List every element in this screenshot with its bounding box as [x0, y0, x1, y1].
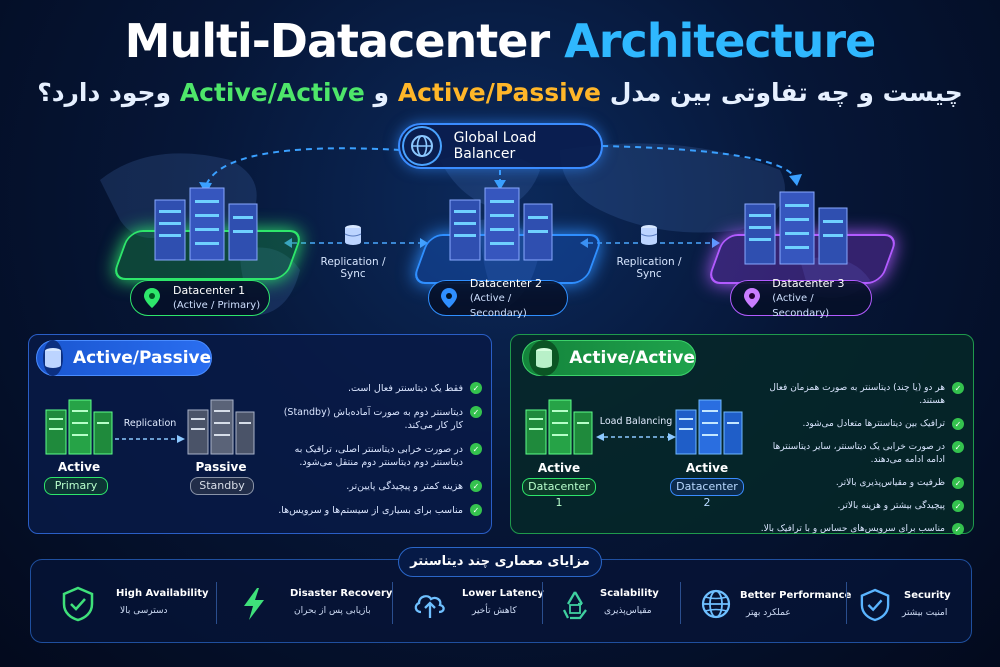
server-rack-icon — [675, 399, 743, 455]
active-label-2: Active — [685, 461, 729, 475]
benefits-title: مزایای معماری چند دیتاسنتر — [398, 547, 602, 577]
server-rack-icon — [525, 399, 593, 455]
list-item: ✓مناسب برای سرویس‌های حساس و با ترافیک ب… — [758, 523, 964, 536]
lightning-icon — [244, 588, 264, 620]
sync-2: Replication / Sync — [604, 225, 694, 280]
server-rack-icon — [187, 399, 255, 455]
active-label-1: Active — [537, 461, 581, 475]
datacenter-2: Datacenter 2(Active / Secondary) — [400, 180, 605, 320]
globe-icon — [701, 589, 731, 619]
benefit-better-performance: Better Performance عملکرد بهتر — [696, 584, 851, 628]
benefit-scalability: Scalability مقیاس‌پذیری — [556, 584, 676, 628]
globe-icon — [402, 126, 442, 166]
datacenter-3-label: Datacenter 3(Active / Secondary) — [730, 277, 872, 319]
server-rack-icon — [45, 399, 113, 455]
check-icon: ✓ — [952, 477, 964, 489]
divider — [392, 582, 393, 624]
benefit-disaster-recovery: Disaster Recovery بازیابی پس از بحران — [236, 584, 392, 628]
check-icon: ✓ — [470, 406, 482, 418]
load-balancer-label: Global Load Balancer — [453, 130, 537, 162]
check-icon: ✓ — [952, 500, 964, 512]
benefit-lower-latency: Lower Latency کاهش تأخیر — [410, 584, 544, 628]
replication-arrow — [115, 435, 185, 443]
cloud-upload-icon — [414, 595, 445, 618]
check-icon: ✓ — [470, 504, 482, 516]
list-item: ✓هزینه کمتر و پیچیدگی پایین‌تر. — [278, 480, 482, 493]
page-title: Multi-Datacenter Architecture — [124, 14, 877, 68]
divider — [846, 582, 847, 624]
database-icon — [640, 225, 658, 245]
divider — [216, 582, 217, 624]
benefit-high-availability: High Availability دسترسی بالا — [60, 584, 209, 628]
page-subtitle: چیست و چه تفاوتی بین مدل Active/Passive … — [37, 78, 963, 107]
passive-label: Passive — [195, 460, 247, 474]
recycle-icon — [562, 591, 587, 620]
benefit-security: Security امنیت بیشتر — [858, 584, 962, 628]
list-item: ✓در صورت خرابی یک دیتاسنتر، سایر دیتاسنت… — [758, 441, 964, 467]
check-icon: ✓ — [470, 443, 482, 455]
database-icon — [43, 340, 63, 376]
sync-1: Replication / Sync — [308, 225, 398, 280]
active-active-points: ✓هر دو (یا چند) دیتاسنتر به صورت همزمان … — [758, 382, 964, 546]
server-rack-icon — [154, 187, 258, 261]
check-icon: ✓ — [952, 382, 964, 394]
location-pin-icon — [139, 285, 165, 311]
datacenter-2-tag: Datacenter 2 — [670, 478, 744, 509]
database-icon — [529, 340, 560, 376]
load-balancing-label: Load Balancing — [599, 416, 673, 427]
standby-tag: Standby — [190, 477, 254, 495]
location-pin-icon — [437, 285, 462, 311]
check-icon: ✓ — [470, 382, 482, 394]
check-icon: ✓ — [952, 441, 964, 453]
server-rack-icon — [449, 187, 553, 261]
list-item: ✓ترافیک بین دیتاسنترها متعادل می‌شود. — [758, 418, 964, 431]
list-item: ✓دیتاسنتر دوم به صورت آماده‌باش (Standby… — [278, 406, 482, 432]
load-balancing-arrow — [596, 433, 676, 441]
database-icon — [344, 225, 362, 245]
datacenter-1-label: Datacenter 1(Active / Primary) — [130, 280, 270, 316]
list-item: ✓هر دو (یا چند) دیتاسنتر به صورت همزمان … — [758, 382, 964, 408]
list-item: ✓ظرفیت و مقیاس‌پذیری بالاتر. — [758, 477, 964, 490]
check-icon: ✓ — [952, 523, 964, 535]
list-item: ✓در صورت خرابی دیتاسنتر اصلی، ترافیک به … — [278, 443, 482, 469]
datacenter-2-label: Datacenter 2(Active / Secondary) — [428, 277, 568, 319]
check-icon: ✓ — [952, 418, 964, 430]
list-item: ✓فقط یک دیتاسنتر فعال است. — [278, 382, 482, 395]
divider — [680, 582, 681, 624]
active-active-title: Active/Active — [522, 340, 696, 376]
active-passive-title: Active/Passive — [36, 340, 212, 376]
list-item: ✓پیچیدگی بیشتر و هزینه بالاتر. — [758, 500, 964, 513]
datacenter-1-tag: Datacenter 1 — [522, 478, 596, 509]
datacenter-3: Datacenter 3(Active / Secondary) — [700, 180, 900, 320]
datacenter-1: Datacenter 1(Active / Primary) — [100, 180, 305, 320]
global-load-balancer: Global Load Balancer — [398, 123, 603, 169]
replication-label: Replication — [123, 418, 177, 429]
server-rack-icon — [744, 191, 848, 265]
active-label: Active — [57, 460, 101, 474]
shield-check-icon — [62, 586, 94, 622]
list-item: ✓مناسب برای بسیاری از سیستم‌ها و سرویس‌ه… — [278, 504, 482, 517]
divider — [542, 582, 543, 624]
location-pin-icon — [739, 285, 764, 311]
primary-tag: Primary — [44, 477, 108, 495]
check-icon: ✓ — [470, 480, 482, 492]
active-passive-points: ✓فقط یک دیتاسنتر فعال است. ✓دیتاسنتر دوم… — [278, 382, 482, 528]
shield-check-icon — [860, 588, 890, 622]
